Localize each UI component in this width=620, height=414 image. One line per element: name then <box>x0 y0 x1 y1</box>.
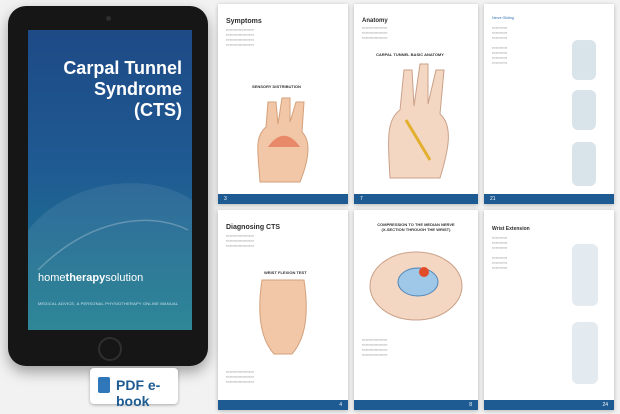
page-text: ▪▪▪▪▪▪▪▪▪▪▪▪▪▪▪▪▪▪▪▪▪▪▪▪▪▪▪▪▪▪▪▪▪▪▪▪▪▪▪▪… <box>492 236 508 270</box>
page-number-bar: 4 <box>218 400 348 410</box>
page-compression: COMPRESSION TO THE MEDIAN NERVE (X-SECTI… <box>354 210 478 410</box>
page-heading: Wrist Extension <box>492 226 530 232</box>
camera-dot <box>106 16 111 21</box>
page-24: Wrist Extension ▪▪▪▪▪▪▪▪▪▪▪▪▪▪▪▪▪▪▪▪▪▪▪▪… <box>484 210 614 410</box>
leaf-decoration <box>28 183 192 330</box>
exercise-figures <box>572 244 598 384</box>
page-heading: Anatomy <box>362 18 388 24</box>
page-text: ▪▪▪▪▪▪▪▪▪▪▪▪▪▪▪▪▪▪▪▪▪▪▪▪▪▪▪▪▪▪▪▪▪▪▪▪▪▪▪▪… <box>362 26 388 40</box>
page-text: ▪▪▪▪▪▪▪▪▪▪▪▪▪▪▪▪▪▪▪▪▪▪▪▪▪▪▪▪▪▪▪▪▪▪▪▪▪▪▪▪… <box>492 26 508 65</box>
cover-title: Carpal Tunnel Syndrome (CTS) <box>63 58 182 120</box>
page-number-bar: 21 <box>484 194 614 204</box>
wrist-anatomy <box>388 63 449 179</box>
wrist-cross-section <box>369 251 463 321</box>
figure-caption: CARPAL TUNNEL BASIC ANATOMY <box>376 52 444 57</box>
page-diagnosing: Diagnosing CTS ▪▪▪▪▪▪▪▪▪▪▪▪▪▪▪▪▪▪▪▪▪▪▪▪▪… <box>218 210 348 410</box>
home-button[interactable] <box>98 337 122 361</box>
page-anatomy: Anatomy ▪▪▪▪▪▪▪▪▪▪▪▪▪▪▪▪▪▪▪▪▪▪▪▪▪▪▪▪▪▪▪▪… <box>354 4 478 204</box>
badge-label: PDF e-book <box>116 377 161 409</box>
page-number-bar: 8 <box>354 400 478 410</box>
pdf-ebook-badge[interactable]: PDF e-book <box>90 368 178 409</box>
page-number-bar: 7 <box>354 194 478 204</box>
page-text: ▪▪▪▪▪▪▪▪▪▪▪▪▪▪▪▪▪▪▪▪▪▪▪▪▪▪▪▪▪▪▪▪▪▪▪▪▪▪▪▪… <box>226 28 255 47</box>
tablet-device: Carpal Tunnel Syndrome (CTS) hometherapy… <box>8 6 208 366</box>
page-number-bar: 24 <box>484 400 614 410</box>
figure-caption: WRIST FLEXION TEST <box>264 270 307 275</box>
page-symptoms: Symptoms ▪▪▪▪▪▪▪▪▪▪▪▪▪▪▪▪▪▪▪▪▪▪▪▪▪▪▪▪▪▪▪… <box>218 4 348 204</box>
page-21: Nerve Gliding ▪▪▪▪▪▪▪▪▪▪▪▪▪▪▪▪▪▪▪▪▪▪▪▪▪▪… <box>484 4 614 204</box>
hand-illustration <box>257 97 309 183</box>
page-heading: Symptoms <box>226 18 262 25</box>
figure-caption: COMPRESSION TO THE MEDIAN NERVE (X-SECTI… <box>377 222 455 232</box>
page-text: ▪▪▪▪▪▪▪▪▪▪▪▪▪▪▪▪▪▪▪▪▪▪▪▪▪▪▪▪▪▪▪▪▪▪▪▪▪▪▪▪… <box>226 234 255 248</box>
ebook-cover: Carpal Tunnel Syndrome (CTS) hometherapy… <box>28 30 192 330</box>
page-number-bar: 3 <box>218 194 348 204</box>
brand-logo: hometherapysolution <box>38 272 144 284</box>
cover-tagline: MEDICAL ADVICE, A PERSONAL PHYSIOTHERAPY… <box>38 301 179 306</box>
wrist-flexion-illustration <box>259 279 307 355</box>
page-heading: Diagnosing CTS <box>226 224 281 231</box>
exercise-figures <box>572 40 596 186</box>
page-text: ▪▪▪▪▪▪▪▪▪▪▪▪▪▪▪▪▪▪▪▪▪▪▪▪▪▪▪▪▪▪▪▪▪▪▪▪▪▪▪▪… <box>226 370 255 384</box>
figure-caption: SENSORY DISTRIBUTION <box>252 84 301 89</box>
pdf-download-icon <box>98 377 110 393</box>
page-heading: Nerve Gliding <box>492 16 514 20</box>
page-text: ▪▪▪▪▪▪▪▪▪▪▪▪▪▪▪▪▪▪▪▪▪▪▪▪▪▪▪▪▪▪▪▪▪▪▪▪▪▪▪▪… <box>362 338 388 357</box>
